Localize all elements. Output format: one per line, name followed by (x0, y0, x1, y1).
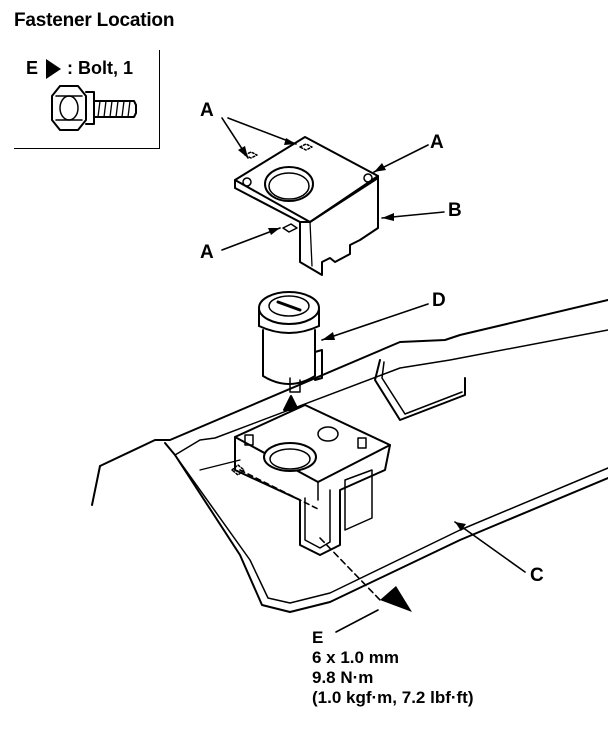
legend-triangle-icon (46, 58, 62, 79)
callout-d: D (432, 290, 446, 311)
callout-a-left: A (200, 242, 214, 263)
spec-code: E (312, 628, 324, 647)
spec-size: 6 x 1.0 mm (312, 648, 399, 667)
callout-a-right: A (430, 132, 444, 153)
fastener-spec: E 6 x 1.0 mm 9.8 N·m (1.0 kgf·m, 7.2 lbf… (312, 628, 474, 708)
spec-torque-nm: 9.8 N·m (312, 668, 374, 687)
leader-lines (221, 117, 526, 633)
diagram-title: Fastener Location (14, 10, 175, 31)
bolt-illustration (51, 85, 137, 131)
callout-a-top: A (200, 100, 214, 121)
panel-c (91, 299, 608, 613)
spec-torque-alt: (1.0 kgf·m, 7.2 lbf·ft) (312, 688, 474, 707)
fastener-legend-box (14, 50, 160, 149)
mount-housing (231, 404, 391, 556)
callout-c: C (530, 565, 544, 586)
leader-arrowheads (238, 138, 466, 612)
socket-d (258, 291, 323, 393)
legend-code: E (26, 58, 39, 78)
legend-text: : Bolt, 1 (67, 58, 134, 78)
fastener-legend: E : Bolt, 1 (26, 58, 133, 79)
callout-b: B (448, 200, 462, 221)
bracket-b (234, 136, 379, 276)
